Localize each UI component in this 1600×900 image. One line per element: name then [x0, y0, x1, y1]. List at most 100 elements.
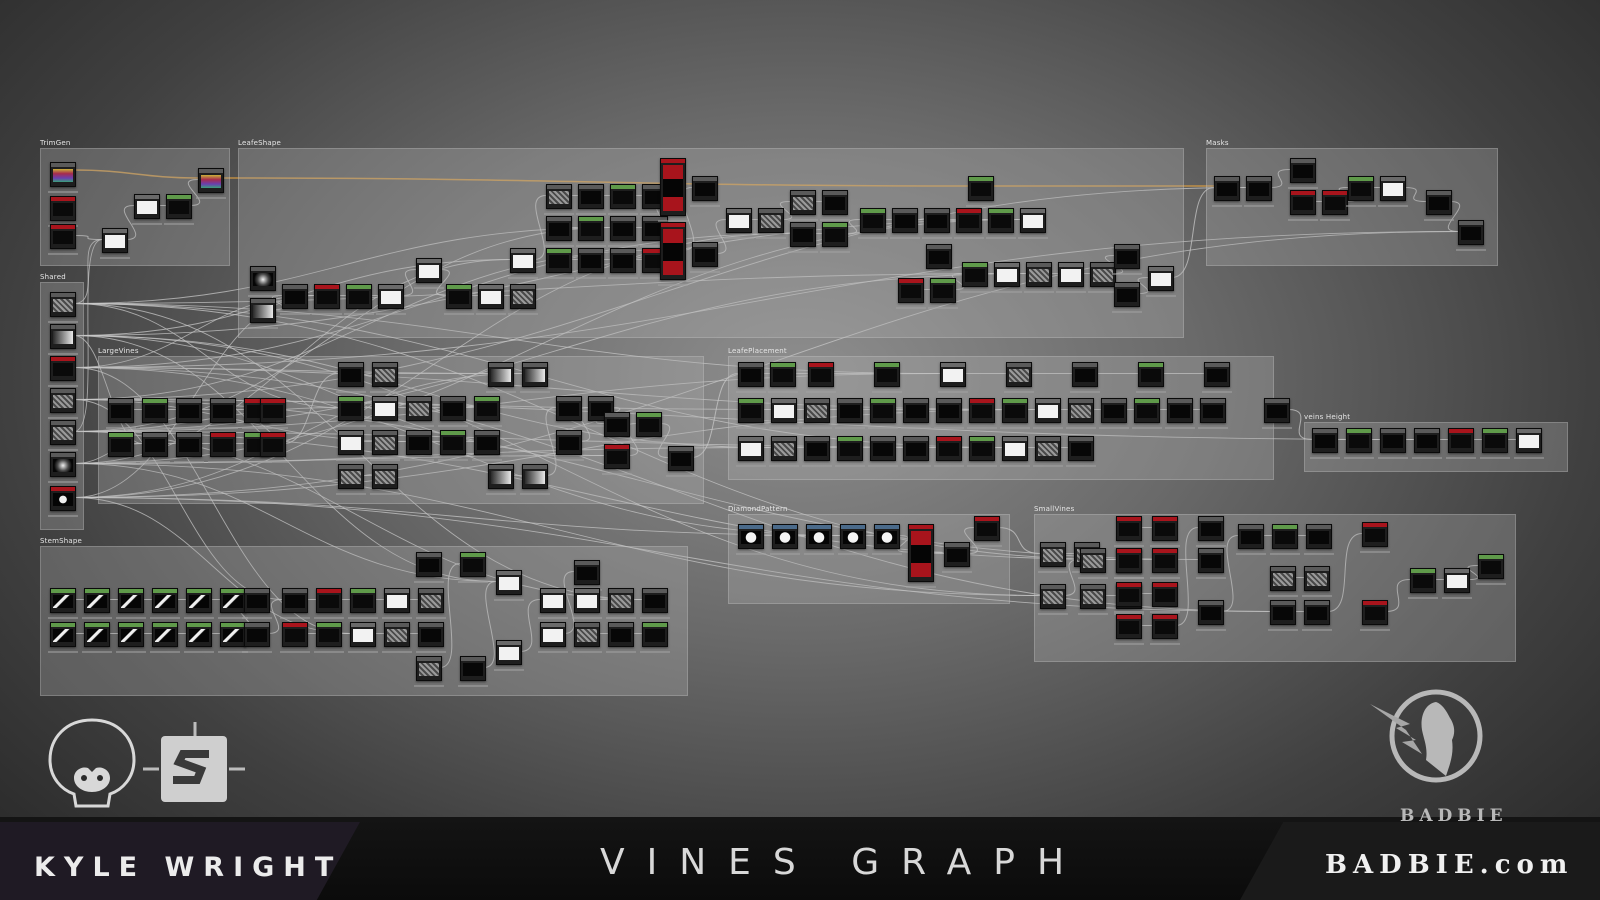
graph-node[interactable]	[1114, 516, 1144, 547]
graph-node[interactable]	[1236, 524, 1266, 555]
graph-node[interactable]	[972, 516, 1002, 547]
frame-masks[interactable]	[1206, 148, 1498, 266]
graph-node[interactable]	[196, 168, 226, 199]
graph-node[interactable]	[404, 396, 434, 427]
graph-node[interactable]	[736, 362, 766, 393]
graph-node[interactable]	[938, 362, 968, 393]
graph-node[interactable]	[872, 524, 902, 555]
graph-node[interactable]	[486, 362, 516, 393]
graph-node[interactable]	[1033, 398, 1063, 429]
graph-node[interactable]	[770, 524, 800, 555]
graph-node[interactable]	[890, 208, 920, 239]
graph-node[interactable]	[934, 436, 964, 467]
graph-node[interactable]	[258, 432, 288, 463]
graph-node[interactable]	[312, 284, 342, 315]
graph-node[interactable]	[1244, 176, 1274, 207]
graph-node[interactable]	[218, 588, 248, 619]
graph-node[interactable]	[608, 216, 638, 247]
graph-node[interactable]	[208, 398, 238, 429]
graph-node[interactable]	[1360, 600, 1390, 631]
graph-node[interactable]	[1304, 524, 1334, 555]
graph-node[interactable]	[572, 622, 602, 653]
graph-node[interactable]	[48, 452, 78, 483]
graph-node[interactable]	[1408, 568, 1438, 599]
graph-node[interactable]	[1268, 566, 1298, 597]
graph-node[interactable]	[1442, 568, 1472, 599]
graph-node[interactable]	[756, 208, 786, 239]
graph-node[interactable]	[1196, 516, 1226, 547]
graph-node[interactable]	[967, 436, 997, 467]
graph-node[interactable]	[942, 542, 972, 573]
graph-node[interactable]	[242, 588, 272, 619]
graph-node[interactable]	[1344, 428, 1374, 459]
graph-node[interactable]	[1070, 362, 1100, 393]
graph-node[interactable]	[486, 464, 516, 495]
graph-node[interactable]	[1212, 176, 1242, 207]
graph-node[interactable]	[1320, 190, 1350, 221]
graph-node[interactable]	[404, 430, 434, 461]
graph-node[interactable]	[1378, 176, 1408, 207]
graph-node[interactable]	[106, 432, 136, 463]
graph-node[interactable]	[336, 396, 366, 427]
graph-node[interactable]	[868, 398, 898, 429]
graph-node[interactable]	[476, 284, 506, 315]
graph-node[interactable]	[1150, 548, 1180, 579]
graph-node[interactable]	[458, 656, 488, 687]
graph-node[interactable]	[768, 362, 798, 393]
graph-node[interactable]	[1302, 566, 1332, 597]
graph-node[interactable]	[82, 588, 112, 619]
graph-node[interactable]	[1196, 600, 1226, 631]
graph-node[interactable]	[1360, 522, 1390, 553]
graph-node[interactable]	[554, 396, 584, 427]
graph-node[interactable]	[48, 292, 78, 323]
graph-node[interactable]	[572, 588, 602, 619]
graph-node[interactable]	[1268, 600, 1298, 631]
graph-node[interactable]	[1033, 436, 1063, 467]
graph-node[interactable]	[218, 622, 248, 653]
graph-node[interactable]	[544, 248, 574, 279]
graph-node[interactable]	[438, 396, 468, 427]
graph-node[interactable]	[258, 398, 288, 429]
graph-node[interactable]	[538, 588, 568, 619]
graph-node[interactable]	[1038, 542, 1068, 573]
graph-node[interactable]	[314, 588, 344, 619]
graph-node[interactable]	[416, 588, 446, 619]
graph-node[interactable]	[838, 524, 868, 555]
graph-node[interactable]	[544, 216, 574, 247]
graph-node[interactable]	[150, 622, 180, 653]
graph-node[interactable]	[602, 444, 632, 475]
graph-node[interactable]	[1202, 362, 1232, 393]
graph-node[interactable]	[736, 524, 766, 555]
graph-node[interactable]	[344, 284, 374, 315]
graph-node[interactable]	[1476, 554, 1506, 585]
graph-node[interactable]	[896, 278, 926, 309]
graph-node[interactable]	[314, 622, 344, 653]
graph-node[interactable]	[1078, 548, 1108, 579]
graph-node[interactable]	[1112, 282, 1142, 313]
graph-node[interactable]	[576, 216, 606, 247]
graph-node[interactable]	[820, 222, 850, 253]
graph-node[interactable]	[1270, 524, 1300, 555]
graph-node[interactable]	[806, 362, 836, 393]
graph-node[interactable]	[1150, 614, 1180, 645]
graph-node[interactable]	[1038, 584, 1068, 615]
graph-node[interactable]	[1066, 398, 1096, 429]
graph-node[interactable]	[48, 196, 78, 227]
graph-node[interactable]	[1000, 398, 1030, 429]
graph-node[interactable]	[140, 432, 170, 463]
graph-node[interactable]	[132, 194, 162, 225]
graph-node[interactable]	[658, 158, 688, 222]
graph-node[interactable]	[1412, 428, 1442, 459]
graph-node[interactable]	[508, 248, 538, 279]
graph-node[interactable]	[769, 398, 799, 429]
graph-node[interactable]	[174, 432, 204, 463]
graph-node[interactable]	[1000, 436, 1030, 467]
graph-node[interactable]	[967, 398, 997, 429]
graph-node[interactable]	[1088, 262, 1118, 293]
graph-node[interactable]	[572, 560, 602, 591]
graph-node[interactable]	[82, 622, 112, 653]
graph-node[interactable]	[835, 436, 865, 467]
graph-node[interactable]	[986, 208, 1016, 239]
graph-node[interactable]	[788, 222, 818, 253]
graph-node[interactable]	[736, 398, 766, 429]
